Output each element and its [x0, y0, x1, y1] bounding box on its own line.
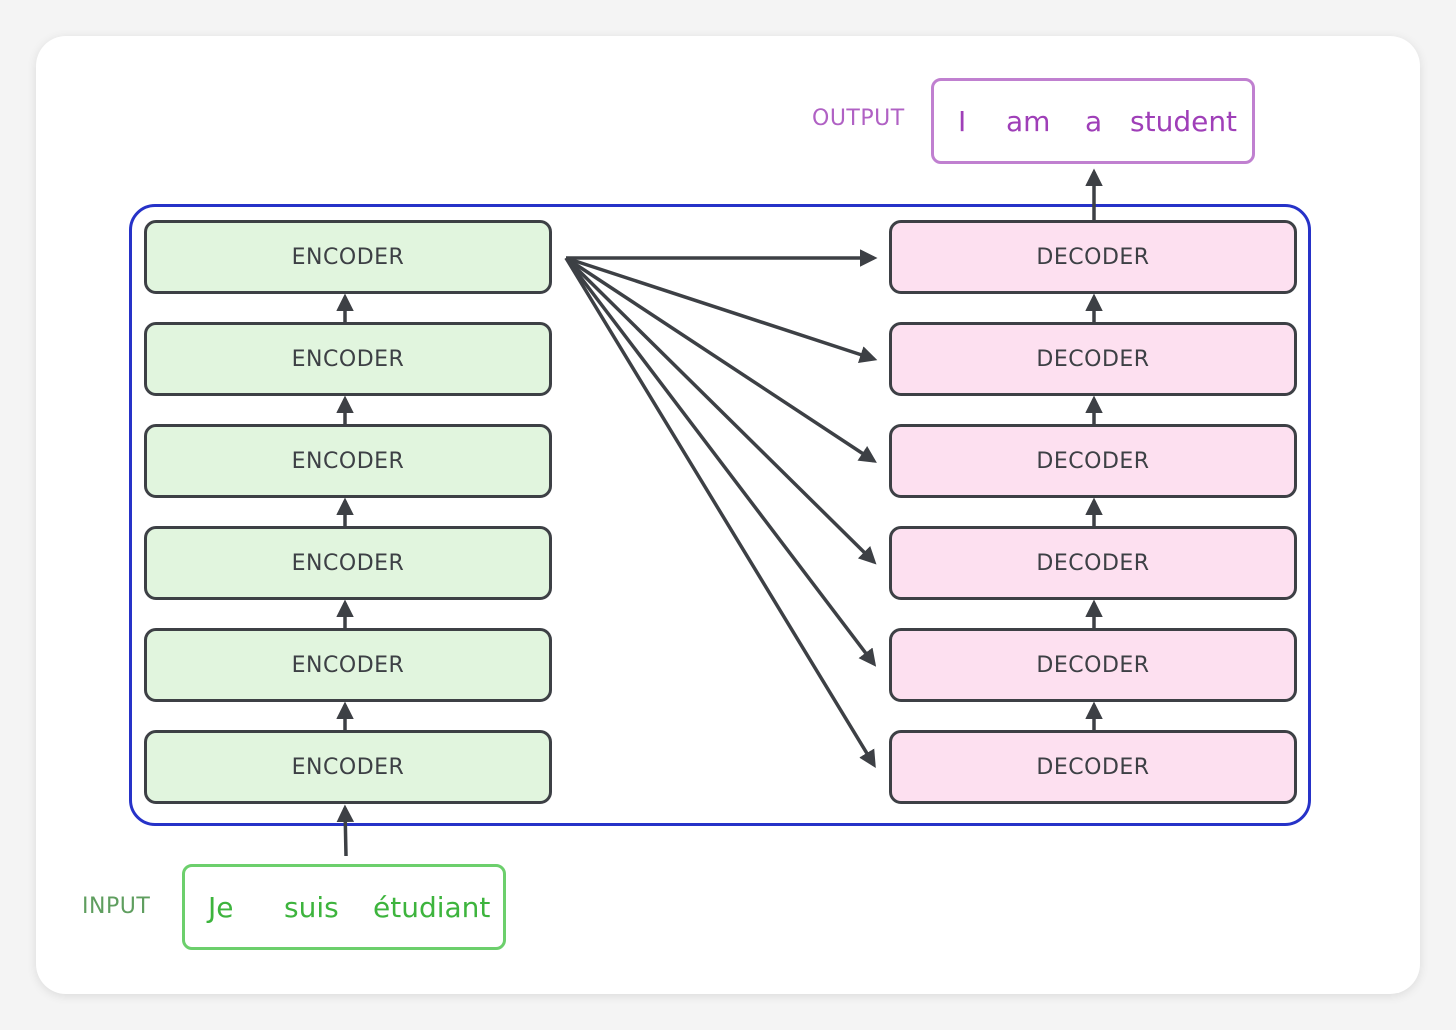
decoder-block-6: DECODER [889, 220, 1297, 294]
fanout-arrow-decoder-4 [565, 256, 877, 463]
encoder-block-6: ENCODER [144, 220, 552, 294]
output-word: a [1085, 105, 1103, 138]
fanout-arrow-decoder-5 [565, 256, 878, 363]
decoder-block-4: DECODER [889, 424, 1297, 498]
diagram-card [36, 36, 1420, 994]
encoder-arrow-input [336, 804, 355, 857]
input-word: étudiant [373, 891, 491, 924]
decoder-block-1: DECODER [889, 730, 1297, 804]
fanout-arrow-decoder-2 [564, 256, 877, 667]
output-label: OUTPUT [812, 106, 905, 131]
input-sentence-box: Je suis étudiant [182, 864, 506, 950]
encoder-block-3: ENCODER [144, 526, 552, 600]
input-word: Je [208, 891, 234, 924]
encoder-block-4: ENCODER [144, 424, 552, 498]
output-word: student [1130, 105, 1238, 138]
output-word: am [1006, 105, 1051, 138]
encoder-block-1: ENCODER [144, 730, 552, 804]
output-word: I [958, 105, 967, 138]
input-label: INPUT [82, 894, 151, 919]
output-sentence-box: I am a student [931, 78, 1255, 164]
decoder-block-2: DECODER [889, 628, 1297, 702]
encoder-block-2: ENCODER [144, 628, 552, 702]
input-word: suis [284, 891, 339, 924]
encoder-block-5: ENCODER [144, 322, 552, 396]
fanout-arrow-decoder-1 [564, 257, 876, 768]
decoder-block-3: DECODER [889, 526, 1297, 600]
model-frame [129, 204, 1311, 826]
decoder-block-5: DECODER [889, 322, 1297, 396]
fanout-arrow-decoder-3 [564, 256, 877, 565]
